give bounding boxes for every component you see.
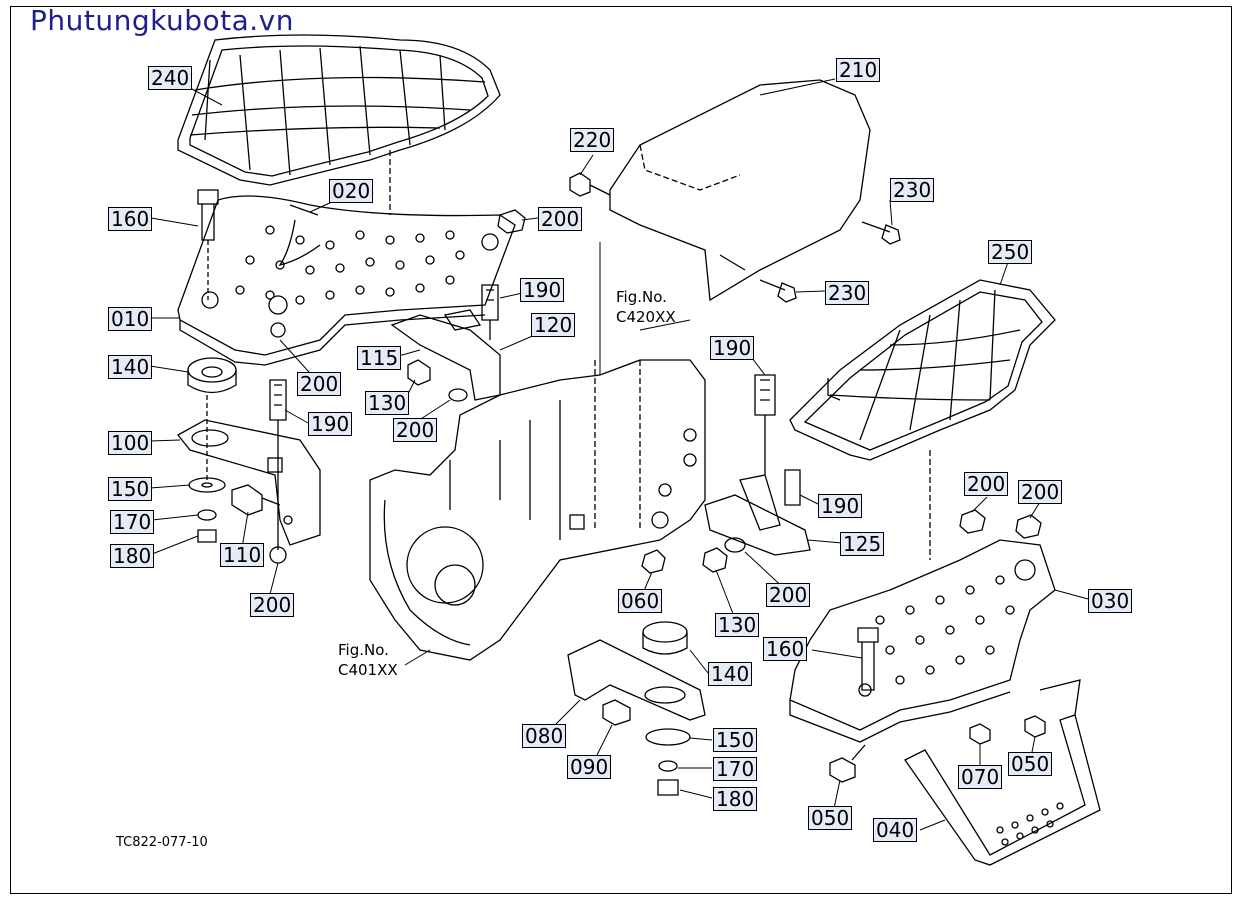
callout-200: 200 [766,583,811,607]
callout-190: 190 [308,412,353,436]
figure-ref-label: Fig.No. [616,288,667,306]
bracket-115 [390,314,501,401]
callout-130: 130 [715,613,760,637]
washer-lower [645,728,691,746]
bracket-080 [567,639,706,721]
cover-210 [609,79,871,302]
callout-020: 020 [329,179,374,203]
floor-plate-left [177,150,516,366]
plate-125 [704,494,811,556]
callout-100: 100 [108,431,153,455]
figure-ref-code: C401XX [338,661,398,679]
watermark-logo: Phutungkubota.vn [30,4,294,37]
floor-mat-right [789,279,1056,461]
callout-170: 170 [713,757,758,781]
lockwasher-lower [658,760,678,772]
callout-125: 125 [840,532,885,556]
nut-200-mid [724,537,746,553]
bolt-right-160 [857,627,879,691]
nut-lower [657,779,679,796]
bolt-110 [231,484,281,516]
bolt-050-left [829,744,866,783]
figure-ref-c420xx: Fig.No. C420XX [616,287,676,327]
callout-190: 190 [710,336,755,360]
floor-mat-left [177,34,501,186]
callout-050: 050 [1008,752,1053,776]
bolt-230-upper [861,221,901,245]
spring-bolts-left [268,284,499,564]
callout-060: 060 [618,589,663,613]
callout-170: 170 [110,510,155,534]
callout-070: 070 [958,765,1003,789]
callout-150: 150 [108,477,153,501]
callout-200: 200 [297,372,342,396]
callout-200: 200 [538,207,583,231]
callout-200: 200 [393,418,438,442]
callout-230: 230 [890,178,935,202]
callout-200: 200 [1018,480,1063,504]
callout-140: 140 [708,662,753,686]
nuts-200 [448,209,526,402]
washer-stack-left [188,395,226,543]
floor-plate-right [789,450,1056,743]
bolt-090 [602,699,631,726]
callout-200: 200 [964,472,1009,496]
clip-part [278,204,321,267]
callout-160: 160 [108,207,153,231]
callout-140: 140 [108,355,153,379]
drawing-code: TC822-077-10 [116,835,208,850]
bolt-220 [569,172,611,197]
bolt-130-left [407,359,431,386]
bolt-130-right [702,547,728,573]
callout-200: 200 [250,593,295,617]
rubber-mount-left [187,357,237,394]
callout-115: 115 [357,346,402,370]
callout-190: 190 [818,494,863,518]
leader-lines [149,78,1089,831]
callout-160: 160 [763,637,808,661]
callout-130: 130 [365,391,410,415]
callout-150: 150 [713,728,758,752]
clutch-housing [369,359,706,661]
callout-090: 090 [567,755,612,779]
nuts-right [959,509,1042,539]
bolt-left [197,189,219,300]
callout-050: 050 [808,806,853,830]
bolt-230-lower [759,279,797,303]
callout-180: 180 [110,544,155,568]
callout-040: 040 [873,818,918,842]
figure-ref-c401xx: Fig.No. C401XX [338,640,398,680]
callout-010: 010 [108,307,153,331]
step-040 [904,679,1101,866]
bolt-070 [969,723,991,745]
callout-110: 110 [220,543,265,567]
callout-180: 180 [713,787,758,811]
callout-240: 240 [148,66,193,90]
bolt-050-right [1024,715,1046,738]
bracket-120 [443,309,482,331]
callout-120: 120 [531,313,576,337]
callout-250: 250 [988,240,1033,264]
figure-ref-code: C420XX [616,308,676,326]
rubber-mount-lower [642,621,688,655]
figure-ref-label: Fig.No. [338,641,389,659]
callout-190: 190 [520,278,565,302]
nut-060 [641,549,666,574]
spring-bolt-right [754,374,801,506]
diagram-frame [10,6,1232,894]
bracket-left [177,419,321,546]
plate-125-strip [739,474,781,531]
callout-080: 080 [522,724,567,748]
callout-230: 230 [825,281,870,305]
callout-220: 220 [570,128,615,152]
callout-030: 030 [1088,589,1133,613]
callout-210: 210 [836,58,881,82]
